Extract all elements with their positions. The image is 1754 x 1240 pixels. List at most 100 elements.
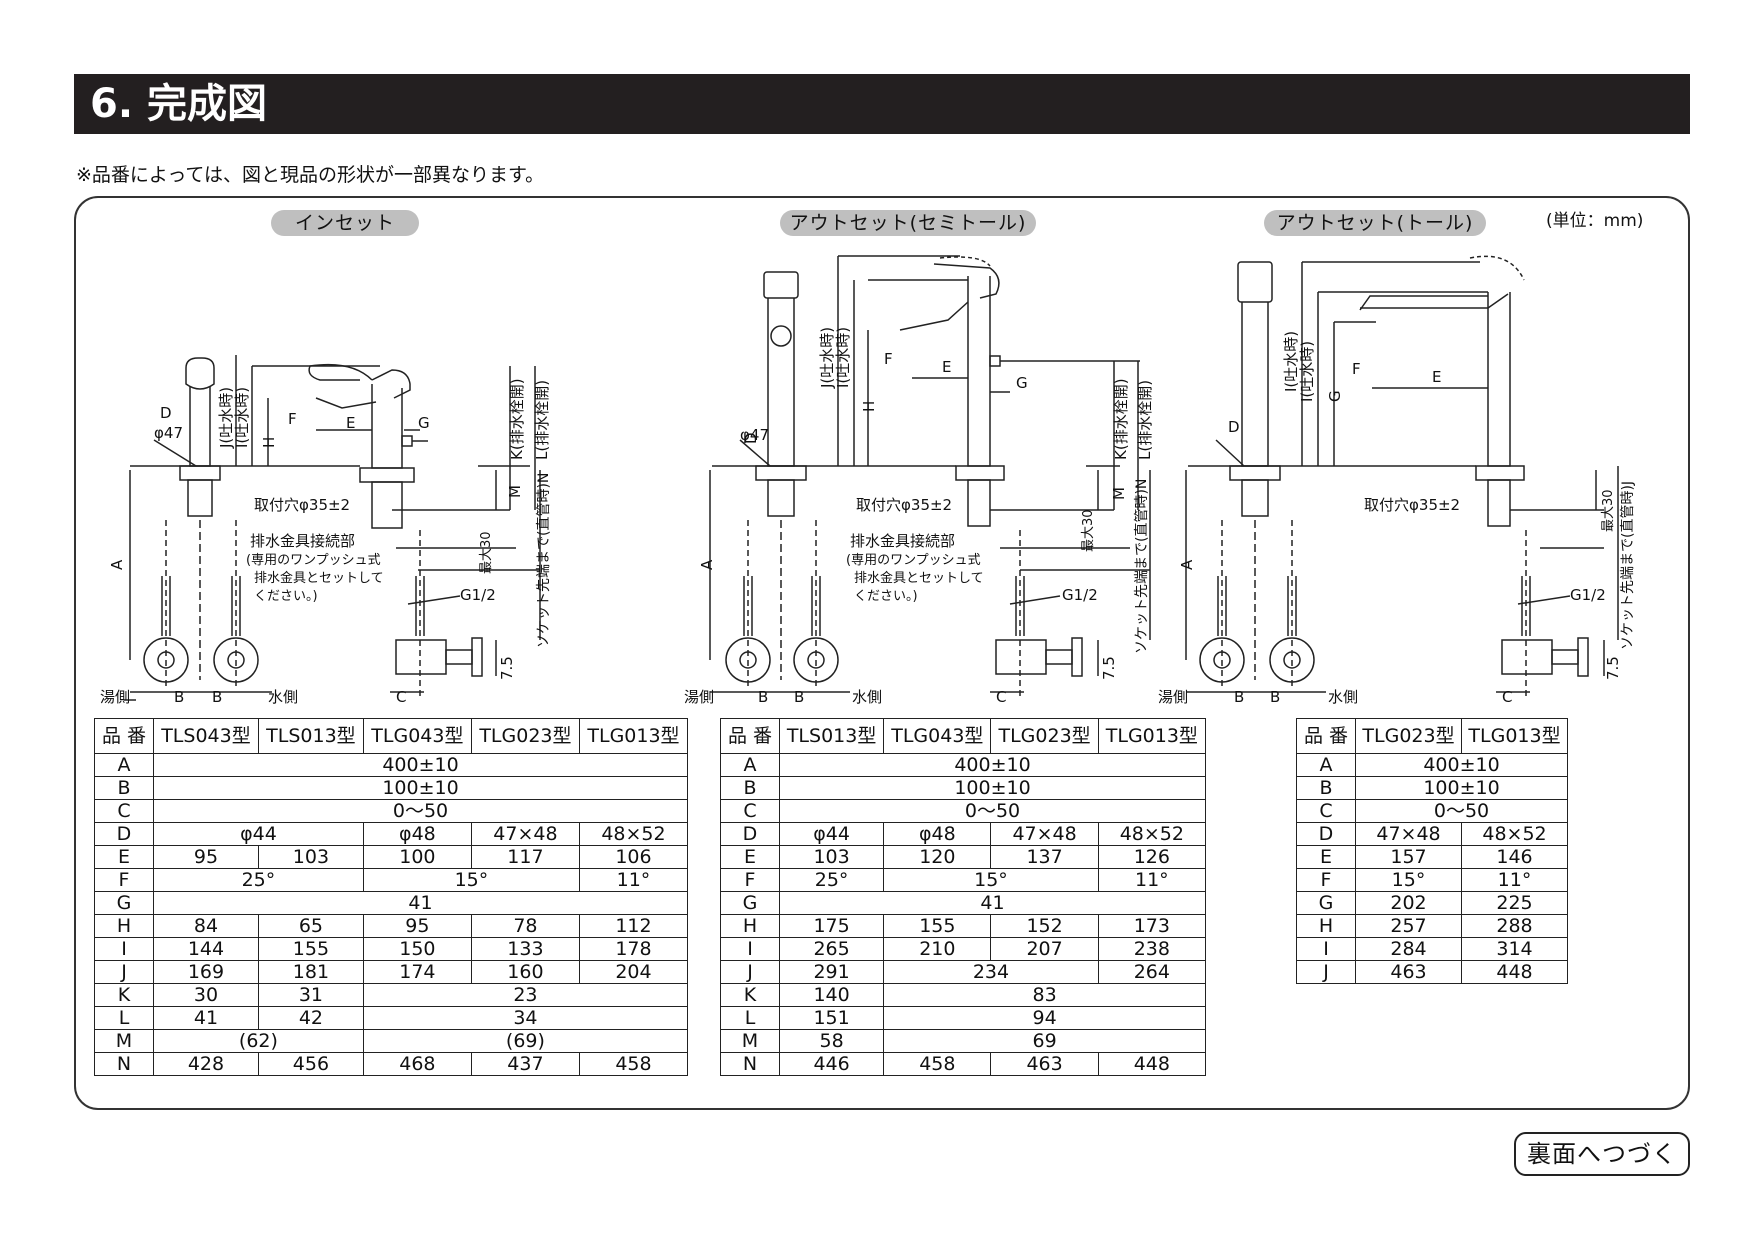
label-J-1: J(吐水時) <box>217 387 235 449</box>
table-cell: 48×52 <box>1097 822 1207 846</box>
table-cell: 11° <box>1461 868 1568 892</box>
table-cell: 265 <box>778 937 885 961</box>
table-cell: 173 <box>1097 914 1207 938</box>
label-g12-2: G1/2 <box>1062 586 1098 604</box>
table-cell: 448 <box>1097 1052 1207 1076</box>
table-cell: 446 <box>778 1052 885 1076</box>
label-N-1: ソケット先端まで(直管時)N <box>535 473 552 648</box>
label-drain-note2-1: 排水金具とセットして <box>254 570 384 586</box>
table-cell: 47×48 <box>990 822 1099 846</box>
table-cell: 69 <box>883 1029 1206 1053</box>
label-C-2: C <box>996 688 1006 706</box>
table-cell: 169 <box>153 960 259 984</box>
table-cell: 175 <box>778 914 885 938</box>
row-key: C <box>1296 799 1356 823</box>
header-model: TLS013型 <box>778 718 885 754</box>
label-C-1: C <box>396 688 406 706</box>
table-cell: 112 <box>578 914 689 938</box>
table-cell: 103 <box>778 845 885 869</box>
label-75-3: 7.5 <box>1604 656 1622 680</box>
table-cell: 178 <box>578 937 689 961</box>
label-75-2: 7.5 <box>1100 656 1118 680</box>
table-cell: 41 <box>153 1006 259 1030</box>
table-cell: 58 <box>778 1029 885 1053</box>
table-cell: 100±10 <box>1355 776 1568 800</box>
label-drain-note3-1: ください。) <box>254 589 318 604</box>
table-cell: 106 <box>578 845 689 869</box>
table-cell: 463 <box>990 1052 1099 1076</box>
label-H-1: H <box>260 437 278 448</box>
table-cell: 48×52 <box>1461 822 1568 846</box>
table-cell: φ44 <box>778 822 885 846</box>
table-cell: 144 <box>153 937 259 961</box>
table-cell: 137 <box>990 845 1099 869</box>
table-cell: 65 <box>257 914 364 938</box>
table-cell: 48×52 <box>578 822 689 846</box>
table-cell: 400±10 <box>1355 753 1568 777</box>
table-cell: 152 <box>990 914 1099 938</box>
table-cell: 463 <box>1355 960 1462 984</box>
label-H-3: I(吐水時) <box>1298 341 1316 402</box>
table-cell: 31 <box>257 983 364 1007</box>
row-key: B <box>720 776 780 800</box>
table-cell: 181 <box>257 960 364 984</box>
label-D-2: D <box>742 432 760 444</box>
row-key: K <box>94 983 154 1007</box>
table-cell: 234 <box>883 960 1099 984</box>
label-J-socket-3: ソケット先端まで(直管時)J <box>1619 481 1636 650</box>
table-cell: 100 <box>362 845 472 869</box>
row-key: E <box>94 845 154 869</box>
row-key: A <box>1296 753 1356 777</box>
label-F-1: F <box>288 410 297 428</box>
label-drain-note2-2: 排水金具とセットして <box>854 570 984 586</box>
table-cell: 400±10 <box>779 753 1206 777</box>
label-G-1: G <box>418 414 430 432</box>
label-g12-1: G1/2 <box>460 586 496 604</box>
table-cell: 428 <box>153 1052 259 1076</box>
semitall-drawing <box>709 255 1151 700</box>
table-cell: φ48 <box>362 822 472 846</box>
table-cell: 103 <box>257 845 364 869</box>
header-model: TLG043型 <box>883 718 992 754</box>
row-key: N <box>720 1052 780 1076</box>
panel-title-semitall: アウトセット(セミトール) <box>780 210 1036 236</box>
row-key: H <box>720 914 780 938</box>
drawing-frame <box>74 196 1690 1110</box>
table-cell: 146 <box>1461 845 1568 869</box>
label-F-3: F <box>1352 360 1361 378</box>
table-cell: 25° <box>153 868 364 892</box>
row-key: D <box>1296 822 1356 846</box>
label-hole-1: 取付穴φ35±2 <box>254 496 350 514</box>
header-model: TLS043型 <box>153 718 259 754</box>
header-model: TLG023型 <box>990 718 1099 754</box>
table-cell: 150 <box>362 937 472 961</box>
table-cell: 458 <box>883 1052 992 1076</box>
label-B2-1: B <box>212 688 222 706</box>
row-key: J <box>720 960 780 984</box>
header-key: 品 番 <box>720 718 780 754</box>
table-cell: 11° <box>578 868 689 892</box>
table-cell: 47×48 <box>470 822 580 846</box>
table-cell: 0〜50 <box>153 799 688 823</box>
header-key: 品 番 <box>1296 718 1356 754</box>
table-cell: 23 <box>362 983 689 1007</box>
table-cell: 155 <box>883 914 992 938</box>
